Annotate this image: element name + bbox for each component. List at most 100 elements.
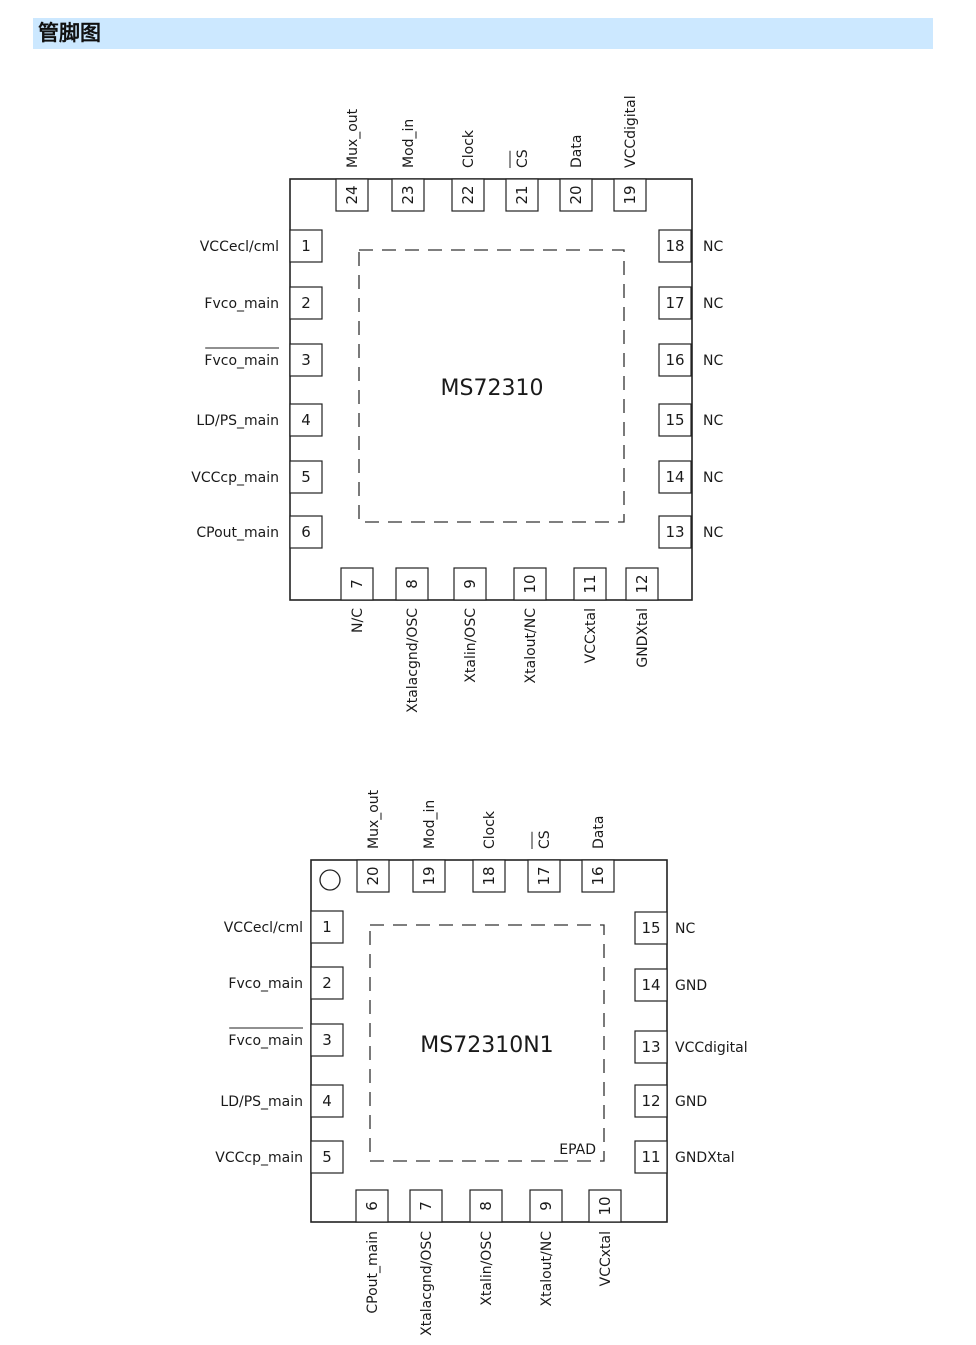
pin-label: Data <box>591 816 607 849</box>
pin-box <box>289 343 323 377</box>
pin-label: VCCcp_main <box>215 1150 303 1166</box>
pin-number: 8 <box>403 579 421 589</box>
pin-diagram-1: MS723101VCCecl/cml2Fvco_main3Fvco_main4L… <box>191 95 723 713</box>
pin-box <box>634 968 668 1002</box>
pin-box <box>355 1189 389 1223</box>
pin-number: 7 <box>348 579 366 589</box>
pin-number: 10 <box>521 574 539 593</box>
pin-label: CS <box>515 149 531 168</box>
pin-number: 12 <box>633 574 651 593</box>
pin-box <box>527 859 561 893</box>
pin-label: CS <box>537 830 553 849</box>
pin-diagram-2: MS72310N1EPAD1VCCecl/cml2Fvco_main3Fvco_… <box>215 789 747 1336</box>
pin-label: Xtalin/OSC <box>479 1231 495 1306</box>
pin-number: 20 <box>567 185 585 204</box>
pin-label: NC <box>703 239 723 255</box>
pin-label: Xtalacgnd/OSC <box>419 1231 435 1336</box>
pin-number: 5 <box>301 468 311 486</box>
pin-number: 2 <box>301 294 311 312</box>
pin-label: VCCxtal <box>598 1231 614 1286</box>
pin-number: 18 <box>665 237 684 255</box>
chip-label: MS72310 <box>441 376 544 401</box>
pin-box <box>513 567 547 601</box>
pin-label: Fvco_main <box>228 976 303 992</box>
pin-box <box>412 859 446 893</box>
pin-box <box>658 403 692 437</box>
pin-label: Data <box>569 135 585 168</box>
pin-box <box>658 343 692 377</box>
pin-box <box>310 910 344 944</box>
pin-number: 4 <box>322 1092 332 1110</box>
pin-label: NC <box>703 413 723 429</box>
pin-box <box>469 1189 503 1223</box>
chip-body <box>289 178 693 601</box>
pin1-marker <box>319 869 341 891</box>
pin-number: 8 <box>477 1201 495 1211</box>
pin-number: 23 <box>399 185 417 204</box>
pin-box <box>335 178 369 212</box>
pin-label: GND <box>675 978 707 994</box>
pin-number: 19 <box>621 185 639 204</box>
pin-box <box>472 859 506 893</box>
pin-label: N/C <box>350 608 366 633</box>
pin-box <box>409 1189 443 1223</box>
pin-number: 10 <box>596 1196 614 1215</box>
pin-label: LD/PS_main <box>196 413 279 429</box>
pin-box <box>658 229 692 263</box>
pin-box <box>658 460 692 494</box>
pin-label: NC <box>703 353 723 369</box>
pin-label: GNDXtal <box>675 1150 735 1166</box>
pin-label: Xtalout/NC <box>523 608 539 684</box>
pin-box <box>289 403 323 437</box>
epad-label: EPAD <box>559 1142 596 1158</box>
pin-number: 16 <box>665 351 684 369</box>
pin-box <box>289 286 323 320</box>
pin-box <box>289 229 323 263</box>
pin-number: 14 <box>665 468 684 486</box>
pin-box <box>310 1140 344 1174</box>
pin-label: LD/PS_main <box>220 1094 303 1110</box>
pin-number: 12 <box>641 1092 660 1110</box>
pin-label: Clock <box>482 810 498 849</box>
pin-box <box>310 1023 344 1057</box>
pin-box <box>340 567 374 601</box>
pin-label: NC <box>703 525 723 541</box>
chip-label: MS72310N1 <box>420 1033 553 1058</box>
pin-box <box>395 567 429 601</box>
pin-label: GNDXtal <box>635 608 651 668</box>
pin-label: Clock <box>461 129 477 168</box>
pin-box <box>559 178 593 212</box>
pin-number: 18 <box>480 866 498 885</box>
pin-box <box>634 1084 668 1118</box>
pin-box <box>613 178 647 212</box>
pin-box <box>529 1189 563 1223</box>
pin-number: 6 <box>363 1201 381 1211</box>
pin-label: VCCdigital <box>675 1040 748 1056</box>
pin-box <box>573 567 607 601</box>
pin-label: Xtalacgnd/OSC <box>405 608 421 713</box>
pin-label: CPout_main <box>365 1231 381 1314</box>
pin-number: 2 <box>322 974 332 992</box>
pin-box <box>310 1084 344 1118</box>
pin-number: 7 <box>417 1201 435 1211</box>
pin-box <box>451 178 485 212</box>
pin-box <box>581 859 615 893</box>
pin-box <box>625 567 659 601</box>
pin-number: 5 <box>322 1148 332 1166</box>
pin-number: 17 <box>665 294 684 312</box>
pin-number: 9 <box>537 1201 555 1211</box>
pin-label: Xtalin/OSC <box>463 608 479 683</box>
pin-label: Mod_in <box>401 119 417 168</box>
pin-number: 11 <box>641 1148 660 1166</box>
pin-box <box>356 859 390 893</box>
pin-box <box>289 515 323 549</box>
pin-number: 22 <box>459 185 477 204</box>
pin-number: 1 <box>301 237 311 255</box>
pin-box <box>505 178 539 212</box>
pin-box <box>634 1030 668 1064</box>
pin-number: 24 <box>343 185 361 204</box>
pin-number: 1 <box>322 918 332 936</box>
pin-label: VCCdigital <box>623 95 639 168</box>
exposed-pad-outline <box>358 249 625 523</box>
